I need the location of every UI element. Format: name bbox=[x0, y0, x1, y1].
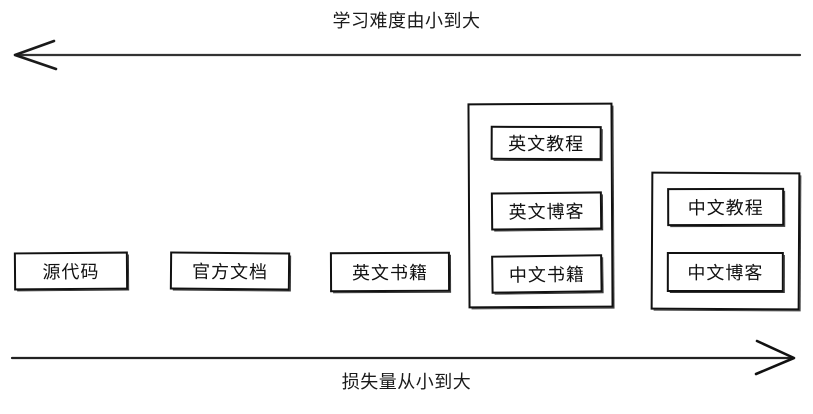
node-label: 英文教程 bbox=[508, 133, 585, 156]
node-english-blog[interactable]: 英文博客 bbox=[490, 191, 603, 231]
node-source-code[interactable]: 源代码 bbox=[13, 251, 129, 291]
top-arrow-left-icon bbox=[13, 39, 802, 71]
group-chinese: 中文教程 中文博客 bbox=[650, 171, 801, 311]
node-official-docs[interactable]: 官方文档 bbox=[169, 251, 291, 291]
node-label: 源代码 bbox=[42, 261, 100, 284]
bottom-axis-label: 损失量从小到大 bbox=[341, 372, 472, 393]
node-label: 中文教程 bbox=[687, 197, 764, 220]
node-label: 英文书籍 bbox=[351, 262, 429, 285]
node-chinese-books[interactable]: 中文书籍 bbox=[491, 254, 603, 294]
node-label: 官方文档 bbox=[191, 261, 269, 284]
top-axis-label: 学习难度由小到大 bbox=[332, 11, 481, 32]
node-label: 英文博客 bbox=[508, 201, 585, 224]
node-english-tutorial[interactable]: 英文教程 bbox=[490, 125, 602, 161]
node-label: 中文博客 bbox=[687, 262, 764, 285]
bottom-arrow-right-icon bbox=[10, 339, 796, 376]
node-chinese-blog[interactable]: 中文博客 bbox=[666, 251, 784, 293]
node-label: 中文书籍 bbox=[508, 264, 586, 287]
node-english-books[interactable]: 英文书籍 bbox=[329, 251, 451, 293]
group-english: 英文教程 英文博客 中文书籍 bbox=[467, 102, 614, 309]
node-chinese-tutorial[interactable]: 中文教程 bbox=[667, 187, 785, 227]
